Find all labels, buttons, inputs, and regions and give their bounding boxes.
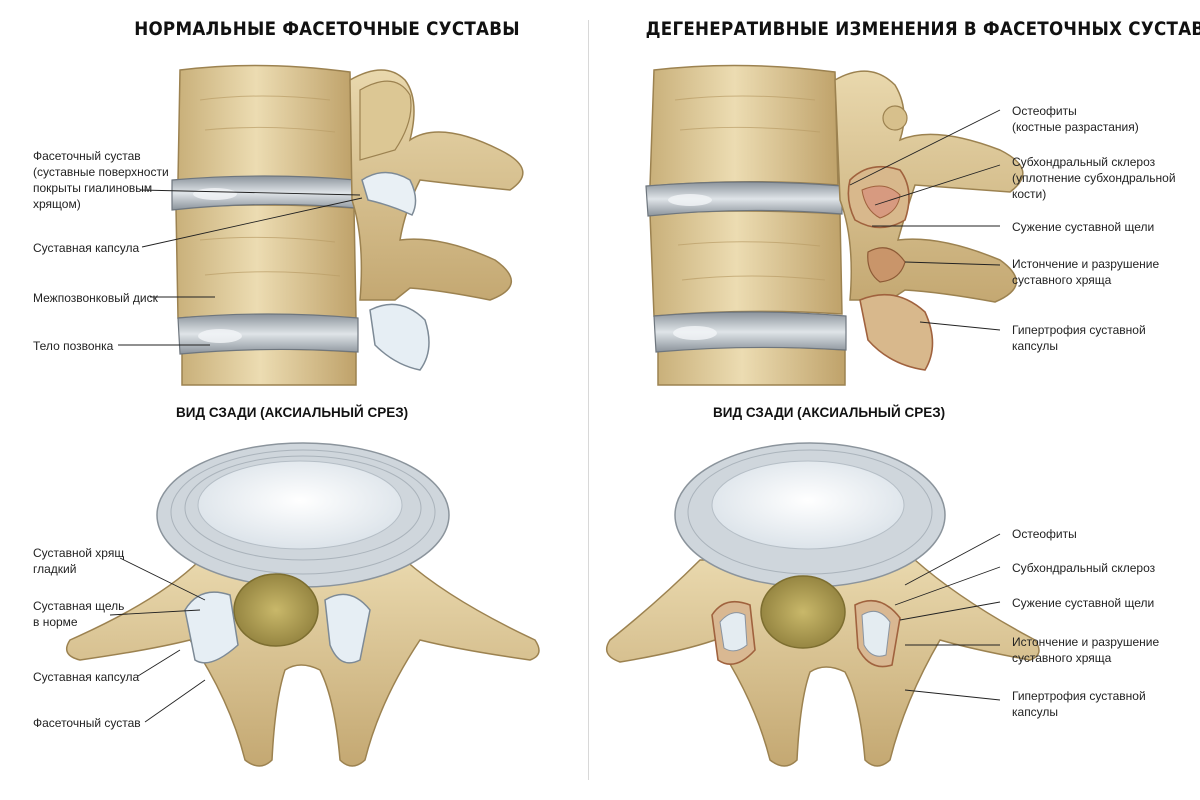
normal-axial-vertebra [65, 442, 540, 767]
label-axial-thinning: Истончение и разрушение суставного хряща [1012, 635, 1160, 665]
label-facet-joint: Фасеточный сустав (суставные поверхности… [33, 149, 169, 211]
label-cartilage-thinning: Истончение и разрушение суставного хряща [1012, 257, 1160, 287]
label-axial-facet-joint: Фасеточный сустав [33, 716, 141, 730]
label-osteophytes: Остеофиты (костные разрастания) [1012, 104, 1139, 134]
degenerative-lateral-spine [645, 64, 1024, 386]
subtitle-degenerative-axial: ВИД СЗАДИ (АКСИАЛЬНЫЙ СРЕЗ) [713, 405, 946, 420]
label-joint-space-narrowing: Сужение суставной щели [1012, 220, 1155, 234]
label-axial-capsule: Суставная капсула [33, 670, 140, 684]
title-normal: НОРМАЛЬНЫЕ ФАСЕТОЧНЫЕ СУСТАВЫ [134, 18, 520, 40]
label-axial-sclerosis: Субхондральный склероз [1012, 561, 1156, 575]
label-joint-capsule: Суставная капсула [33, 241, 140, 255]
label-intervertebral-disc: Межпозвонковый диск [33, 291, 158, 305]
label-axial-hypertrophy: Гипертрофия суставной капсулы [1012, 689, 1146, 719]
label-vertebral-body: Тело позвонка [33, 339, 114, 353]
center-divider [588, 20, 589, 780]
degenerative-axial-vertebra [605, 442, 1040, 767]
label-axial-cartilage: Суставной хрящ гладкий [33, 546, 125, 576]
subtitle-normal-axial: ВИД СЗАДИ (АКСИАЛЬНЫЙ СРЕЗ) [176, 405, 409, 420]
label-axial-narrowing: Сужение суставной щели [1012, 596, 1155, 610]
title-degenerative: ДЕГЕНЕРАТИВНЫЕ ИЗМЕНЕНИЯ В ФАСЕТОЧНЫХ СУ… [645, 18, 1200, 40]
label-axial-joint-space: Суставная щель в норме [33, 599, 125, 629]
normal-lateral-spine [171, 64, 524, 386]
leader-lines [109, 109, 1001, 723]
label-subchondral-sclerosis: Субхондральный склероз (уплотнение субхо… [1012, 155, 1176, 201]
label-axial-osteophytes: Остеофиты [1012, 527, 1077, 541]
label-capsule-hypertrophy: Гипертрофия суставной капсулы [1012, 323, 1146, 353]
